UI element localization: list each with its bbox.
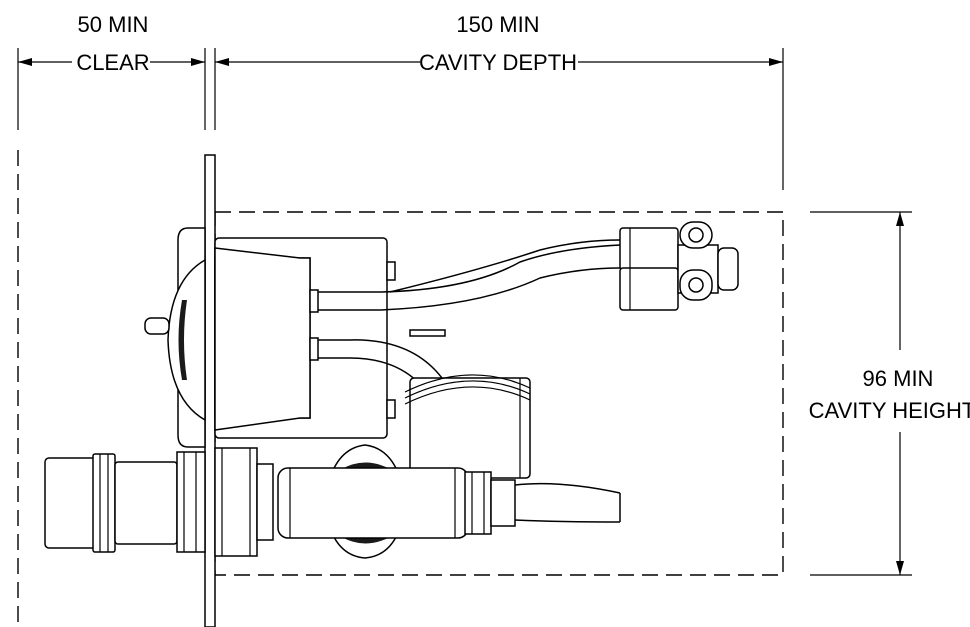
cavity-height-label: CAVITY HEIGHT — [809, 398, 970, 423]
bulkhead-connector — [44, 447, 274, 557]
valve-assembly — [277, 444, 621, 559]
cavity-depth-value: 150 MIN — [456, 12, 539, 37]
clear-label: CLEAR — [76, 50, 149, 75]
switch-bezel — [144, 227, 206, 448]
switch-housing — [214, 237, 446, 439]
mounting-plate — [204, 154, 216, 627]
push-fit-fittings — [619, 221, 739, 311]
cavity-height-value: 96 MIN — [863, 366, 934, 391]
coil-block — [404, 374, 531, 479]
cavity-depth-label: CAVITY DEPTH — [419, 50, 577, 75]
clear-dimension: 50 MIN CLEAR — [17, 12, 206, 130]
cavity-depth-dimension: 150 MIN CAVITY DEPTH — [214, 12, 784, 190]
clear-value: 50 MIN — [78, 12, 149, 37]
cavity-height-dimension: 96 MIN CAVITY HEIGHT — [809, 211, 970, 576]
